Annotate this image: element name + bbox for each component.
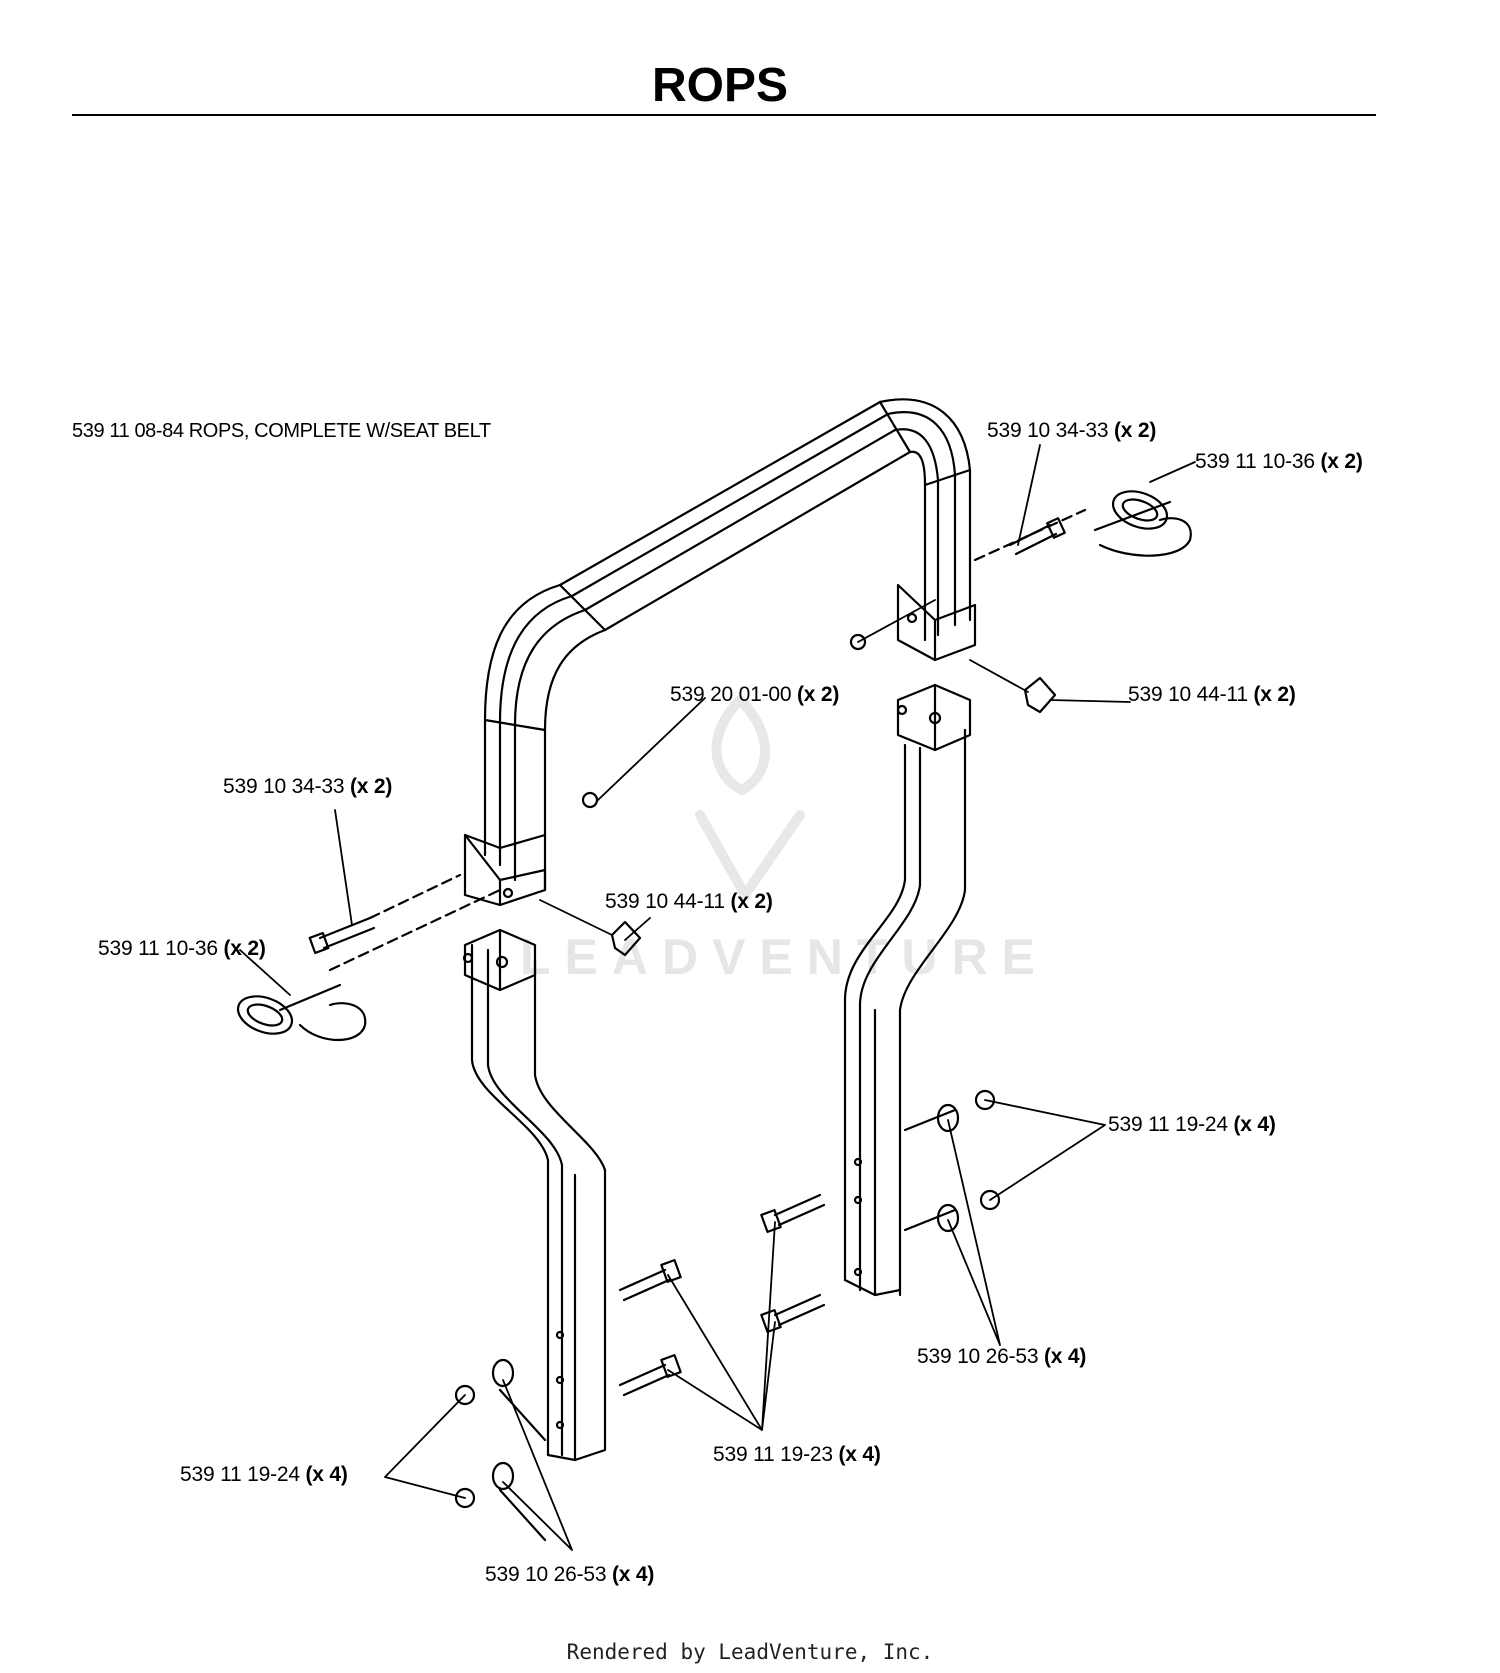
callout-qty: (x 2) <box>350 775 393 798</box>
callout-part: 539 10 44-11 <box>605 890 725 913</box>
callout-nut-right: 539 11 19-24 (x 4) <box>1108 1113 1276 1137</box>
callout-clip-left: 539 11 10-36 (x 2) <box>98 937 266 961</box>
callout-nut-left: 539 11 19-24 (x 4) <box>180 1463 348 1487</box>
callout-part: 539 11 19-24 <box>1108 1113 1228 1136</box>
callout-pin-left: 539 10 34-33 (x 2) <box>223 775 392 799</box>
footer-credit: Rendered by LeadVenture, Inc. <box>566 1640 934 1664</box>
callout-qty: (x 2) <box>730 890 773 913</box>
pins-and-bolts <box>308 508 1087 1397</box>
callout-part: 539 10 34-33 <box>987 419 1109 442</box>
callout-part: 539 10 26-53 <box>485 1563 607 1586</box>
callout-qty: (x 4) <box>305 1463 348 1486</box>
callout-part: 539 10 34-33 <box>223 775 345 798</box>
callout-washer-right: 539 10 26-53 (x 4) <box>917 1345 1086 1369</box>
leader-lines <box>239 444 1196 1551</box>
callout-knob-right: 539 10 44-11 (x 2) <box>1128 683 1296 707</box>
callout-qty: (x 4) <box>612 1563 655 1586</box>
callout-pin-top-right: 539 10 34-33 (x 2) <box>987 419 1156 443</box>
callout-part: 539 11 10-36 <box>1195 450 1315 473</box>
callout-qty: (x 2) <box>797 683 840 706</box>
knobs <box>610 676 1057 957</box>
callout-bolt-center: 539 11 19-23 (x 4) <box>713 1443 881 1467</box>
callout-washer-left: 539 10 26-53 (x 4) <box>485 1563 654 1587</box>
clips <box>236 490 1192 1042</box>
nuts-and-washers <box>454 633 1001 1542</box>
upper-hoop <box>463 398 977 907</box>
callout-knob-left: 539 10 44-11 (x 2) <box>605 890 773 914</box>
watermark-logo <box>695 695 805 900</box>
callout-qty: (x 4) <box>1233 1113 1276 1136</box>
callout-qty: (x 2) <box>1114 419 1157 442</box>
callout-qty: (x 4) <box>838 1443 881 1466</box>
assembly-label: 539 11 08-84 ROPS, COMPLETE W/SEAT BELT <box>72 420 491 442</box>
page-title: ROPS <box>651 59 789 112</box>
callout-qty: (x 2) <box>1253 683 1296 706</box>
callout-part: 539 10 44-11 <box>1128 683 1248 706</box>
title-rule <box>72 114 1376 116</box>
callout-part: 539 11 19-23 <box>713 1443 833 1466</box>
callout-qty: (x 4) <box>1044 1345 1087 1368</box>
callout-part: 539 10 26-53 <box>917 1345 1039 1368</box>
callout-qty: (x 2) <box>223 937 266 960</box>
callout-part: 539 11 19-24 <box>180 1463 300 1486</box>
left-lower-leg <box>462 928 607 1462</box>
callout-part: 539 11 10-36 <box>98 937 218 960</box>
right-lower-leg <box>843 683 972 1297</box>
callout-part: 539 20 01-00 <box>670 683 792 706</box>
watermark-text: LEADVENTURE <box>520 929 1050 985</box>
callout-qty: (x 2) <box>1320 450 1363 473</box>
callout-clip-top-right: 539 11 10-36 (x 2) <box>1195 450 1363 474</box>
callout-nut-center: 539 20 01-00 (x 2) <box>670 683 839 707</box>
